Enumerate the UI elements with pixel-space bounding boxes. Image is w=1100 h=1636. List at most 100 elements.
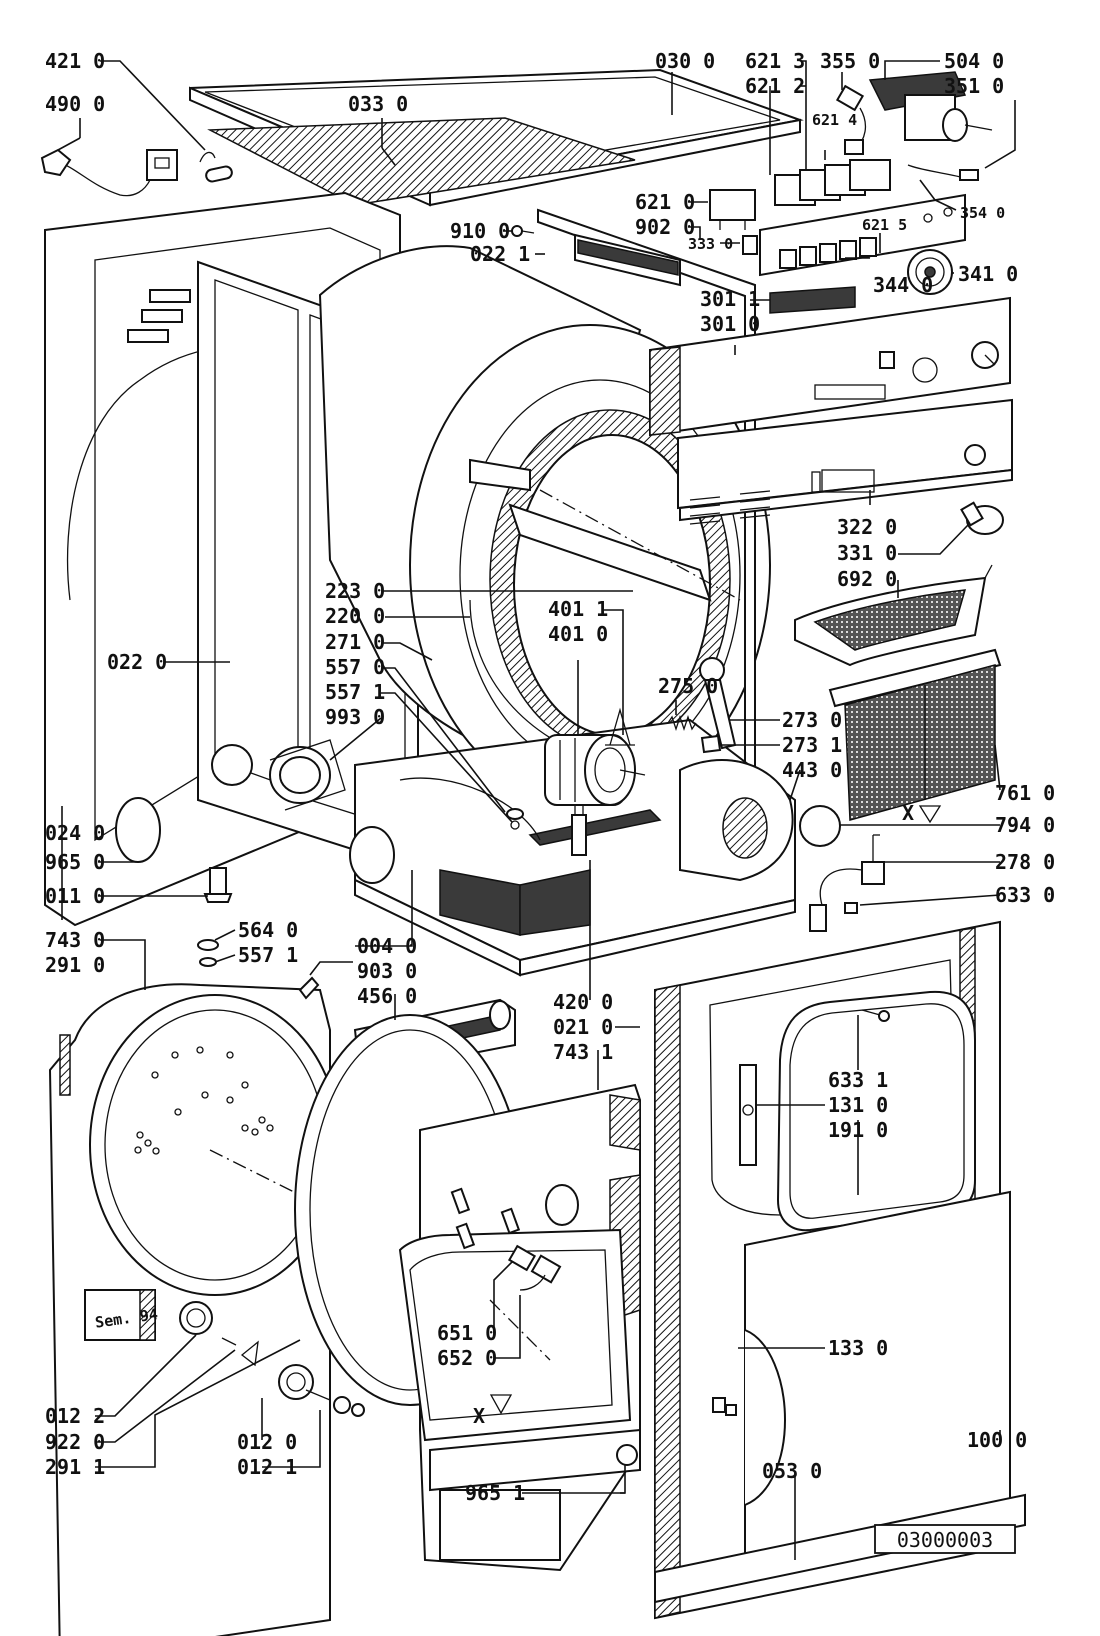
timer-module	[868, 71, 993, 142]
bearing-012-2	[179, 1301, 213, 1335]
thermostat-278	[861, 834, 885, 885]
knob-331	[960, 501, 1004, 535]
label-012-2: 012 2	[45, 1404, 105, 1428]
fascia-panel-322	[677, 398, 1013, 525]
label-557-1-lower: 557 1	[238, 943, 298, 967]
label-401-1: 401 1	[548, 597, 608, 621]
foot-965-1	[616, 1444, 638, 1466]
label-331-0: 331 0	[837, 541, 897, 565]
label-351-0: 351 0	[944, 74, 1004, 98]
lamp-holder-355	[835, 84, 867, 155]
screw-910	[511, 225, 535, 237]
control-panel-301	[649, 296, 1011, 437]
label-355-0: 355 0	[820, 49, 880, 73]
label-220-0: 220 0	[325, 604, 385, 628]
label-053-0: 053 0	[762, 1459, 822, 1483]
label-301-0: 301 0	[700, 312, 760, 336]
label-743-0: 743 0	[45, 928, 105, 952]
wiring-633	[809, 868, 863, 932]
label-692-0: 692 0	[837, 567, 897, 591]
label-021-0: 021 0	[553, 1015, 613, 1039]
label-564-0: 564 0	[238, 918, 298, 942]
selector-knob-341	[907, 249, 953, 295]
fascia-legend-text	[689, 490, 771, 525]
label-621-3: 621 3	[745, 49, 805, 73]
label-022-1: 022 1	[470, 242, 530, 266]
leader-lines	[57, 60, 1016, 1560]
label-271-0: 271 0	[325, 630, 385, 654]
label-004-0: 004 0	[357, 934, 417, 958]
label-354-0: 354 0	[960, 204, 1005, 222]
x-mark: X	[473, 1404, 485, 1428]
label-278-0: 278 0	[995, 850, 1055, 874]
bracket-273-1	[700, 734, 722, 754]
label-490-0: 490 0	[45, 92, 105, 116]
switch-bracket	[759, 193, 966, 277]
front-frame-021	[398, 1083, 641, 1572]
kickplate-053	[654, 1493, 1026, 1604]
label-922-0: 922 0	[45, 1430, 105, 1454]
label-033-0: 033 0	[348, 92, 408, 116]
label-993-0: 993 0	[325, 705, 385, 729]
drawing-number: 03000003	[897, 1528, 993, 1552]
label-557-0: 557 0	[325, 655, 385, 679]
label-273-0: 273 0	[782, 708, 842, 732]
x-arrow-bottom: X	[473, 1394, 513, 1428]
part-labels: 421 0 490 0 033 0 030 0 621 3 621 2 355 …	[45, 49, 1055, 1505]
label-024-0: 024 0	[45, 821, 105, 845]
label-633-0: 633 0	[995, 883, 1055, 907]
capacitor-420	[571, 805, 587, 856]
label-131-0: 131 0	[828, 1093, 888, 1117]
perforation-holes	[134, 1046, 274, 1155]
hose-490	[40, 148, 178, 197]
wire-354	[907, 164, 979, 181]
label-301-1: 301 1	[700, 287, 760, 311]
label-223-0: 223 0	[325, 579, 385, 603]
label-291-1: 291 1	[45, 1455, 105, 1479]
label-761-0: 761 0	[995, 781, 1055, 805]
screw-564	[197, 939, 219, 967]
foot-011	[203, 867, 233, 903]
label-401-0: 401 0	[548, 622, 608, 646]
lint-filter-692	[794, 564, 993, 667]
front-bearing-shield-743: Sem. 94	[48, 983, 381, 1636]
label-621-0: 621 0	[635, 190, 695, 214]
label-421-0: 421 0	[45, 49, 105, 73]
label-456-0: 456 0	[357, 984, 417, 1008]
label-100-0: 100 0	[967, 1428, 1027, 1452]
cap-965	[115, 797, 161, 863]
label-443-0: 443 0	[782, 758, 842, 782]
clip-903	[298, 976, 320, 1000]
label-557-1-upper: 557 1	[325, 680, 385, 704]
door-seal-191	[776, 990, 976, 1232]
hinge-pin-633-1	[861, 1009, 890, 1022]
fuse-421	[199, 151, 233, 183]
label-794-0: 794 0	[995, 813, 1055, 837]
door-panel-100	[712, 1190, 1011, 1582]
label-133-0: 133 0	[828, 1336, 888, 1360]
label-902-0: 902 0	[635, 215, 695, 239]
x-arrow-top: X	[902, 801, 942, 825]
switch-651	[507, 1244, 562, 1291]
label-273-1: 273 1	[782, 733, 842, 757]
label-633-1: 633 1	[828, 1068, 888, 1092]
motor-clip-401-1	[605, 707, 635, 746]
gasket-794	[799, 805, 841, 847]
air-duct-connector	[269, 739, 346, 811]
small-part-333	[742, 235, 758, 255]
label-420-0: 420 0	[553, 990, 613, 1014]
label-191-0: 191 0	[828, 1118, 888, 1142]
label-903-0: 903 0	[357, 959, 417, 983]
rear-bearing-012	[278, 1364, 365, 1417]
label-333-0: 333 0	[688, 235, 733, 253]
motor-401	[544, 734, 646, 806]
filter-cover-761	[828, 648, 1002, 821]
label-291-0: 291 0	[45, 953, 105, 977]
door-catch-133	[712, 1397, 737, 1416]
label-011-0: 011 0	[45, 884, 105, 908]
label-621-4: 621 4	[812, 111, 857, 129]
x-mark: X	[902, 801, 914, 825]
label-012-1: 012 1	[237, 1455, 297, 1479]
label-344-0: 344 0	[873, 273, 933, 297]
label-504-0: 504 0	[944, 49, 1004, 73]
